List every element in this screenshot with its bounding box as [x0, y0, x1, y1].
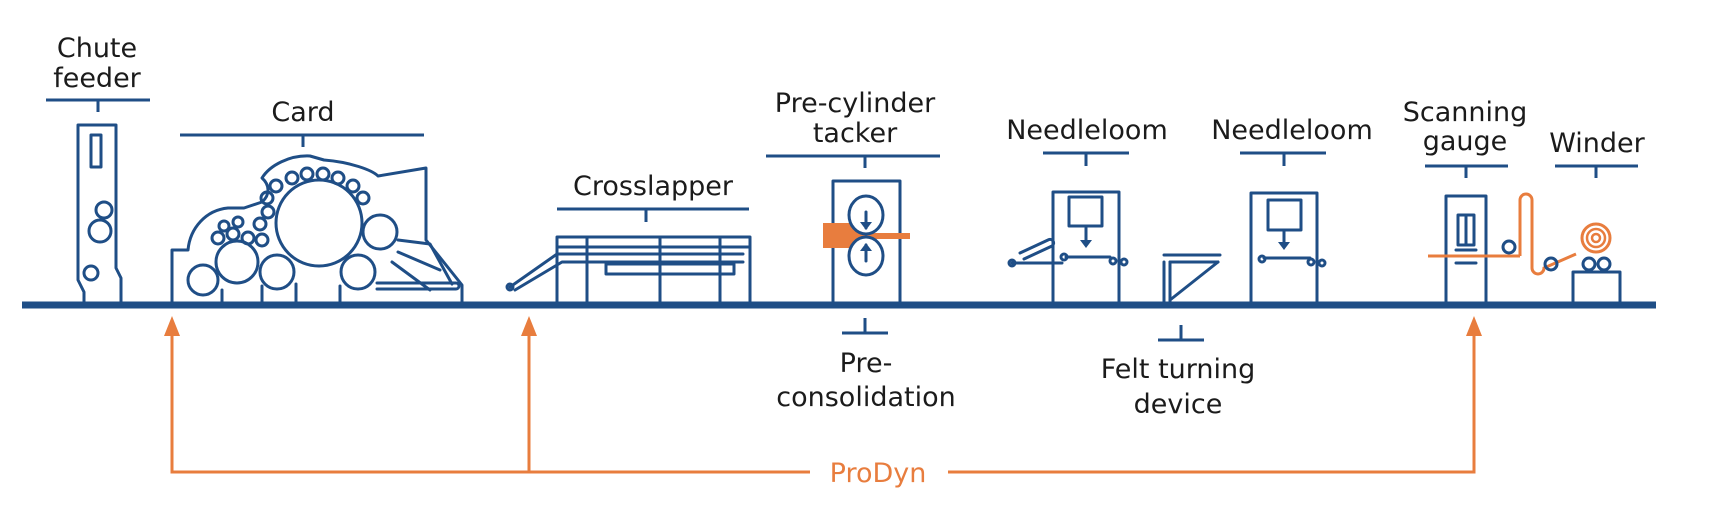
card-label: Card	[271, 97, 334, 128]
crosslapper-label: Crosslapper	[573, 171, 734, 202]
prodyn-arrow-crosslapper	[521, 316, 537, 336]
scanning-gauge-label-line1: Scanning	[1403, 97, 1528, 128]
felt-turning-label-line2: device	[1134, 389, 1223, 420]
preconsolidation-label-line1: Pre-	[840, 348, 893, 379]
winder-machine	[1571, 222, 1622, 307]
chute-feeder-label-line2: feeder	[53, 63, 141, 94]
scanning-gauge-machine	[1428, 192, 1577, 307]
scanning-gauge-label-line2: gauge	[1423, 126, 1508, 157]
felt-turning-label-line1: Felt turning	[1101, 354, 1256, 385]
needleloom-1-label: Needleloom	[1006, 115, 1168, 146]
crosslapper-machine	[505, 235, 752, 307]
needleloom-2-label: Needleloom	[1211, 115, 1373, 146]
needleloom-2-machine	[1249, 191, 1327, 307]
card-machine	[170, 154, 464, 307]
prodyn-label: ProDyn	[830, 458, 927, 489]
prodyn-feedback-loop: ProDyn	[164, 316, 1482, 489]
pre-cylinder-label-line1: Pre-cylinder	[775, 88, 936, 119]
felt-turning-device	[1162, 253, 1222, 307]
chute-feeder-label-line1: Chute	[57, 33, 137, 64]
needleloom-1-machine	[1007, 190, 1129, 307]
chute-feeder-machine	[76, 123, 123, 307]
prodyn-arrow-scanning-gauge	[1466, 316, 1482, 336]
prodyn-arrow-card	[164, 316, 180, 336]
pre-cylinder-label-line2: tacker	[813, 118, 898, 149]
preconsolidation-label-line2: consolidation	[776, 382, 955, 413]
pre-cylinder-tacker-machine	[823, 179, 910, 307]
winder-label: Winder	[1549, 128, 1645, 159]
